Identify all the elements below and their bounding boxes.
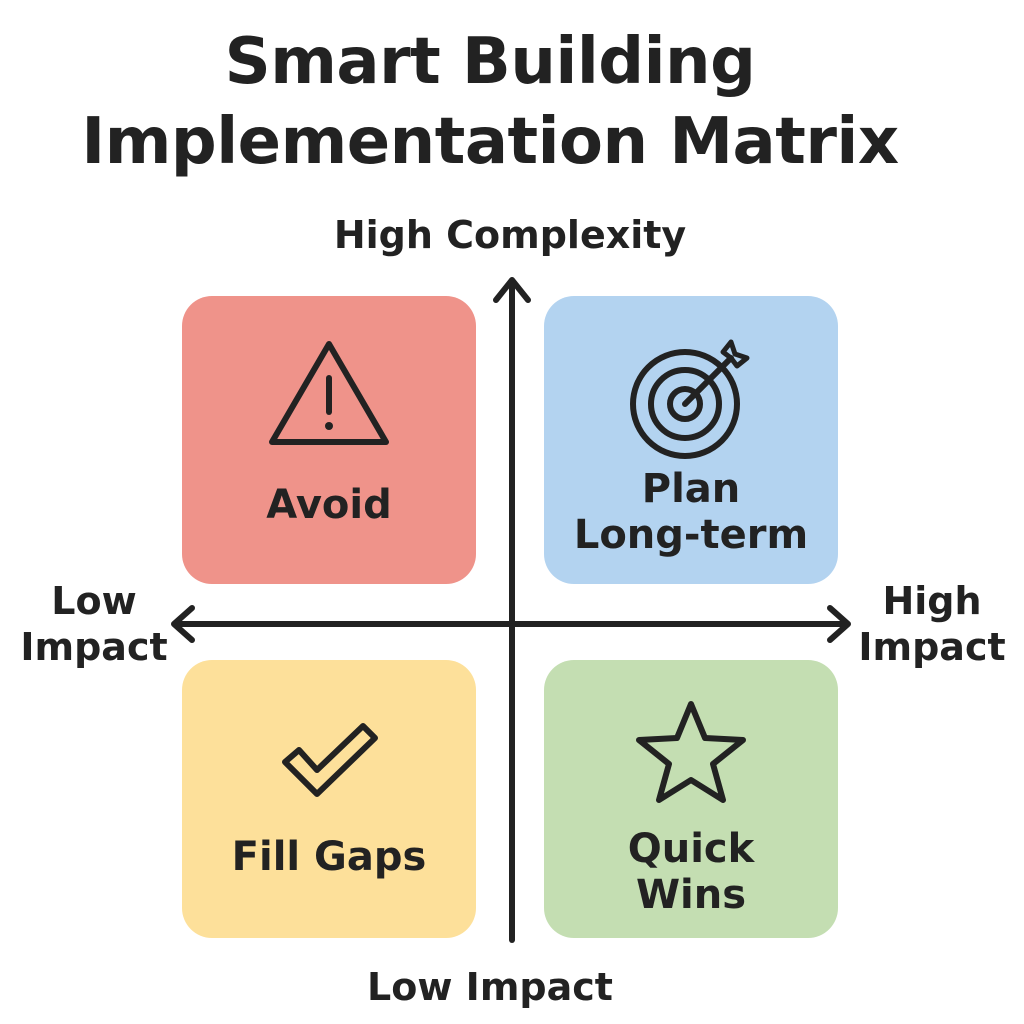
axis-label-right-line-1: High: [882, 579, 982, 623]
axis-label-right-line-2: Impact: [858, 625, 1006, 669]
axis-label-left: Low Impact: [14, 578, 174, 670]
quadrant-plan-long-term: Plan Long-term: [544, 296, 838, 584]
quadrant-label-plan-line-2: Long-term: [573, 512, 809, 558]
warning-triangle-icon: [269, 341, 389, 445]
axis-label-right: High Impact: [852, 578, 1012, 670]
axis-label-left-line-2: Impact: [20, 625, 168, 669]
quadrant-label-avoid-line-1: Avoid: [266, 482, 392, 528]
vertical-axis-arrowhead: [493, 277, 531, 303]
star-icon: [636, 701, 746, 803]
title-line-2: Implementation Matrix: [81, 105, 899, 179]
quadrant-label-fill-gaps-line-1: Fill Gaps: [231, 834, 427, 880]
quadrant-avoid: Avoid: [182, 296, 476, 584]
quadrant-label-quick-line-2: Wins: [635, 872, 747, 918]
left-axis-arrowhead: [171, 605, 195, 643]
axis-label-top: High Complexity: [333, 213, 687, 257]
target-icon: [630, 339, 750, 459]
quadrant-label-quick-wins: Quick Wins: [544, 826, 838, 918]
quadrant-label-avoid: Avoid: [182, 482, 476, 528]
quadrant-label-quick-line-1: Quick: [627, 826, 755, 872]
quadrant-quick-wins: Quick Wins: [544, 660, 838, 938]
checkmark-icon: [282, 723, 378, 797]
right-axis-arrowhead: [827, 605, 851, 643]
quadrant-label-fill-gaps: Fill Gaps: [182, 834, 476, 880]
title-line-1: Smart Building: [224, 25, 756, 99]
quadrant-label-plan-line-1: Plan: [641, 466, 741, 512]
quadrant-fill-gaps: Fill Gaps: [182, 660, 476, 938]
axis-label-bottom: Low Impact: [367, 965, 613, 1009]
quadrant-label-plan-long-term: Plan Long-term: [544, 466, 838, 558]
axis-label-left-line-1: Low: [51, 579, 137, 623]
page-title: Smart Building Implementation Matrix: [0, 22, 980, 182]
